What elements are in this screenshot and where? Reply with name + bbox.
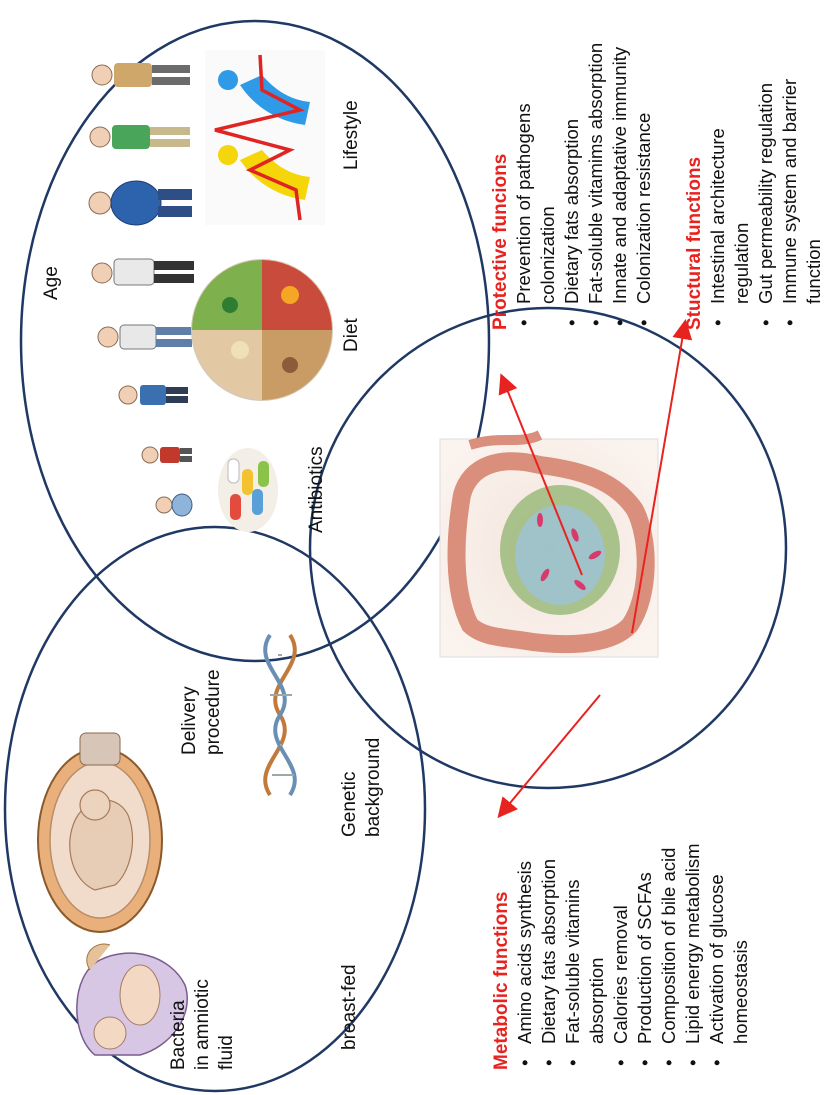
elderly-icon — [92, 63, 190, 87]
arrow-to-metabolic — [500, 695, 600, 815]
toddler-icon — [142, 447, 192, 463]
metabolic-function-item: Composition of bile acid — [658, 848, 679, 1044]
structural-functions-heading: Stuctural functions — [684, 157, 705, 330]
bullet-icon: • — [634, 1060, 655, 1066]
delivery-procedure-label: Delivery procedure — [179, 669, 224, 755]
metabolic-functions-list: Metabolic functions•Amino acids synthesi… — [491, 843, 751, 1070]
metabolic-function-item: Calories removal — [610, 905, 631, 1044]
metabolic-function-item: homeostasis — [730, 940, 751, 1044]
age-label: Age — [41, 266, 62, 300]
structural-function-item: regulation — [731, 223, 752, 304]
bullet-icon: • — [562, 1060, 583, 1066]
bullet-icon: • — [513, 320, 534, 326]
adult-icon — [92, 259, 194, 285]
antibiotics-label: Antibiotics — [306, 446, 327, 533]
golfer-icon — [90, 125, 190, 149]
metabolic-function-item: Amino acids synthesis — [514, 861, 535, 1044]
bullet-icon: • — [538, 1060, 559, 1066]
bullet-icon: • — [609, 320, 630, 326]
bullet-icon: • — [779, 320, 800, 326]
bullet-icon: • — [682, 1060, 703, 1066]
fetus-in-womb-icon — [38, 733, 162, 932]
protective-function-item: Prevention of pathogens — [513, 103, 534, 304]
obese-adult-icon — [89, 181, 192, 225]
protective-function-item: Innate and adaptative immunity — [609, 46, 630, 304]
baby-icon — [156, 494, 192, 516]
genetic-background-label: Genetic background — [339, 738, 384, 837]
metabolic-function-item: Lipid energy metabolism — [682, 843, 703, 1044]
structural-functions-list: Stuctural functions•Intestinal architect… — [684, 79, 824, 330]
bullet-icon: • — [585, 320, 606, 326]
metabolic-function-item: Production of SCFAs — [634, 872, 655, 1044]
metabolic-function-item: absorption — [586, 958, 607, 1044]
bullet-icon: • — [514, 1060, 535, 1066]
bullet-icon: • — [706, 1060, 727, 1066]
bullet-icon: • — [561, 320, 582, 326]
colon-microbiota-icon — [440, 435, 658, 657]
bullet-icon: • — [707, 320, 728, 326]
structural-function-item: Gut permeability regulation — [755, 83, 776, 304]
protective-functions-list: Protective funcions•Prevention of pathog… — [490, 43, 654, 330]
child-icon — [119, 385, 188, 405]
protective-function-item: Dietary fats absorption — [561, 119, 582, 304]
protective-function-item: Colonization resistance — [633, 113, 654, 304]
runners-icon — [205, 50, 325, 225]
metabolic-function-item: Dietary fats absorption — [538, 859, 559, 1044]
protective-functions-heading: Protective funcions — [490, 154, 511, 330]
food-plate-icon — [192, 260, 332, 400]
bullet-icon: • — [658, 1060, 679, 1066]
lifestyle-label: Lifestyle — [341, 100, 362, 170]
bullet-icon: • — [633, 320, 654, 326]
metabolic-function-item: Fat-soluble vitamins — [562, 879, 583, 1044]
protective-function-item: colonization — [537, 206, 558, 304]
metabolic-function-item: Activation of glucose — [706, 874, 727, 1044]
structural-function-item: Intestinal architecture — [707, 128, 728, 304]
pills-icon — [218, 448, 278, 532]
teen-icon — [98, 325, 192, 349]
breast-fed-label: breast-fed — [339, 964, 360, 1050]
bullet-icon: • — [755, 320, 776, 326]
bullet-icon: • — [610, 1060, 631, 1066]
metabolic-functions-heading: Metabolic functions — [491, 892, 512, 1070]
protective-function-item: Fat-soluble vitamims absorption — [585, 43, 606, 304]
age-figures — [89, 63, 194, 516]
structural-function-item: Immune system and barrier — [779, 79, 800, 304]
structural-function-item: function — [803, 239, 824, 304]
diet-label: Diet — [341, 317, 362, 352]
